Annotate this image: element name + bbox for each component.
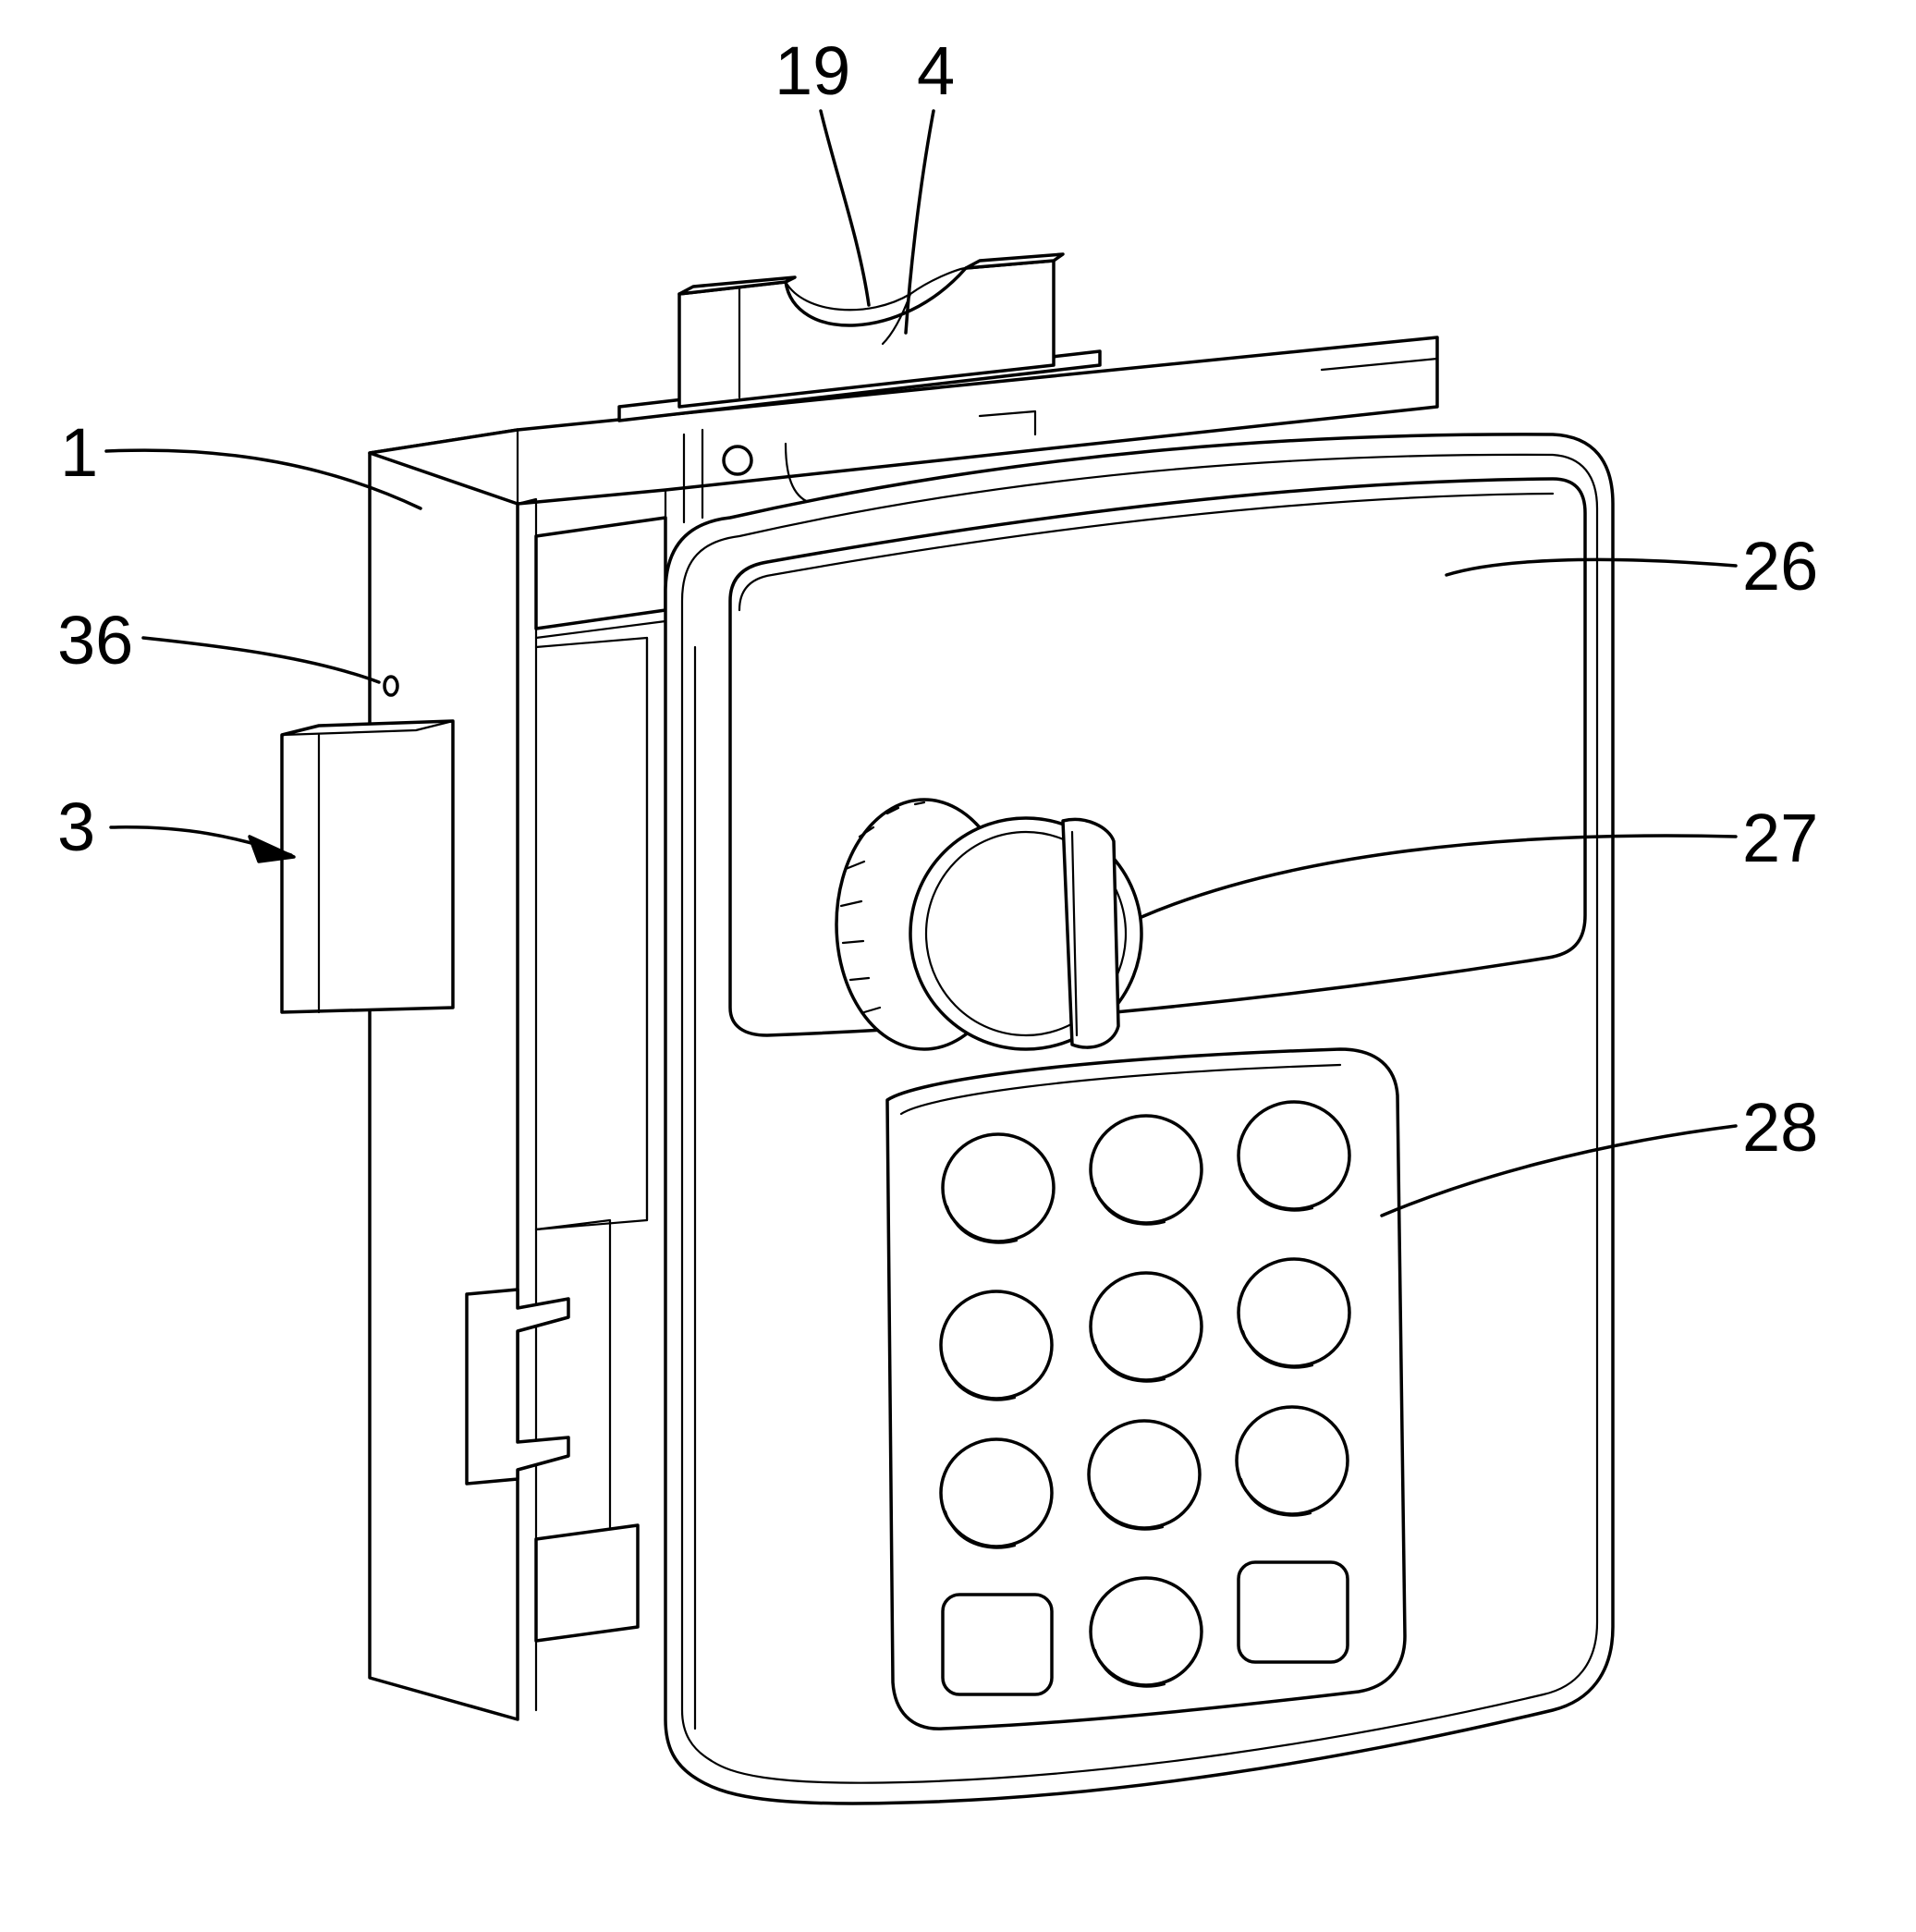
keypad-key-right-square bbox=[1239, 1562, 1348, 1662]
leader-19 bbox=[821, 111, 869, 305]
keypad-key-0 bbox=[1091, 1578, 1202, 1687]
label-latch-block: 3 bbox=[57, 789, 95, 865]
label-bolt: 4 bbox=[917, 32, 955, 109]
keypad-key-2 bbox=[1091, 1116, 1202, 1225]
label-lock-housing: 1 bbox=[60, 414, 98, 491]
keypad-key-7 bbox=[941, 1439, 1052, 1548]
keypad-key-6 bbox=[1239, 1259, 1349, 1368]
latch-block bbox=[282, 721, 453, 1012]
indicator-hole bbox=[384, 677, 397, 695]
label-indicator-hole: 36 bbox=[57, 602, 133, 679]
leader-36 bbox=[143, 638, 379, 682]
keypad-key-4 bbox=[941, 1291, 1052, 1400]
keypad bbox=[887, 1049, 1405, 1729]
knob bbox=[836, 800, 1141, 1049]
keypad-key-9 bbox=[1237, 1407, 1348, 1516]
keypad-key-left-square bbox=[943, 1595, 1052, 1694]
keypad-key-8 bbox=[1089, 1421, 1200, 1530]
keypad-key-5 bbox=[1091, 1273, 1202, 1382]
keypad-key-1 bbox=[943, 1134, 1054, 1243]
label-knob: 27 bbox=[1742, 800, 1818, 876]
label-bolt-opening: 19 bbox=[775, 32, 850, 109]
label-front-cover: 26 bbox=[1742, 528, 1818, 605]
label-keypad: 28 bbox=[1742, 1089, 1818, 1166]
keypad-key-3 bbox=[1239, 1102, 1349, 1211]
